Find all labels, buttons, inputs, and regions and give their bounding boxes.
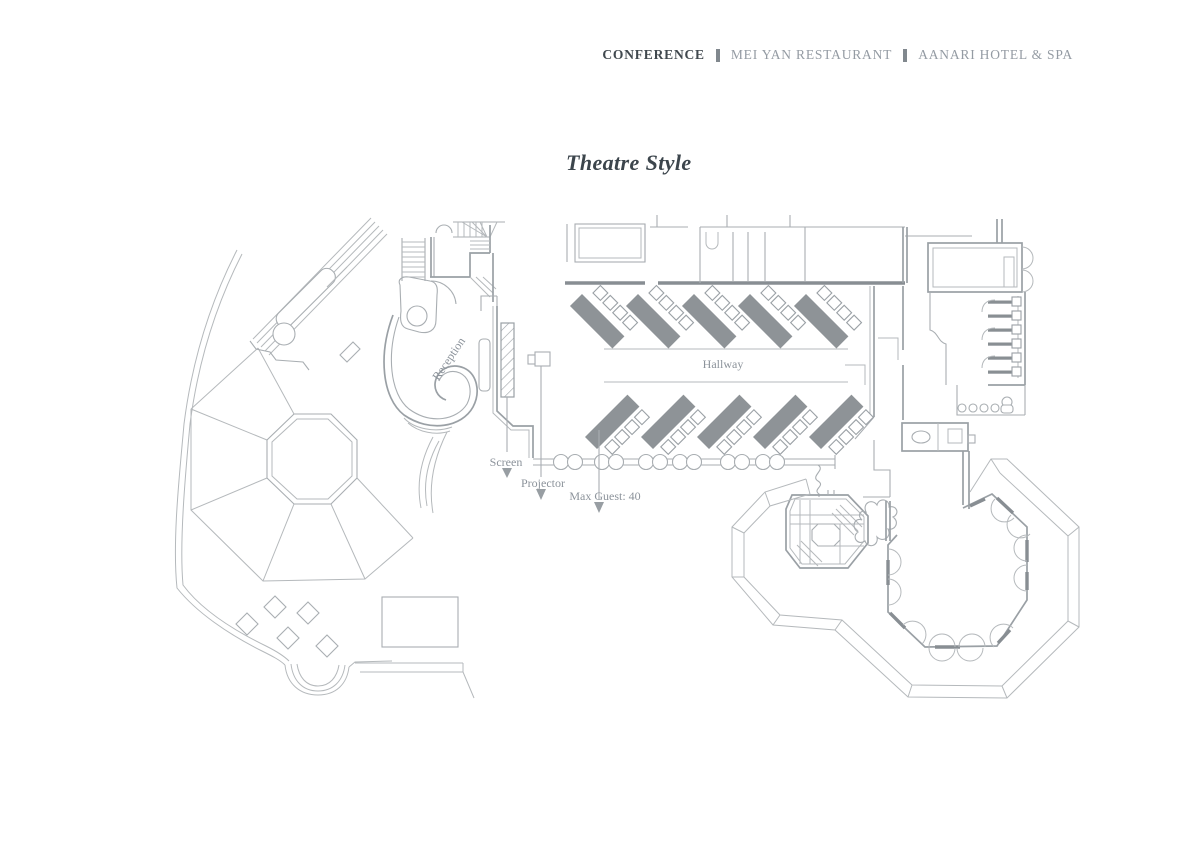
octagon-hall (731, 458, 1080, 699)
theatre-table (584, 394, 651, 460)
projection-screen-icon (500, 322, 515, 398)
screen-label: Screen (490, 455, 523, 469)
max-guest-label: Max Guest: 40 (569, 489, 640, 503)
theatre-table (625, 280, 695, 349)
entrance-ramp (249, 217, 388, 371)
separator-bar-icon (903, 48, 908, 62)
main-staircase (401, 221, 505, 305)
theatre-table (681, 280, 751, 349)
stepping-stones (235, 595, 339, 658)
reception-area: Reception (383, 276, 478, 434)
theatre-table (737, 280, 807, 349)
service-wing (901, 242, 1034, 509)
table-row-bottom (584, 394, 875, 460)
table-row-top (569, 280, 863, 349)
toilet-fixture (1000, 396, 1014, 414)
bench (478, 338, 491, 392)
kitchen-fixtures (981, 296, 1022, 377)
column-pairs (552, 453, 786, 471)
spiral-stair (785, 490, 869, 569)
max-guest-arrow-icon (594, 502, 604, 513)
projector-icon (527, 351, 551, 367)
reception-label: Reception (429, 335, 468, 383)
separator-bar-icon (715, 48, 720, 62)
projector-label: Projector (521, 476, 565, 490)
bar-stools (957, 403, 1000, 413)
screen-arrow-icon (502, 468, 512, 478)
theatre-table (640, 394, 707, 460)
conference-room: Hallway (478, 215, 1003, 498)
hallway-label: Hallway (703, 357, 744, 371)
page-title: Theatre Style (566, 150, 692, 175)
annotations: Screen Projector Max Guest: 40 (490, 366, 641, 513)
theatre-table (569, 280, 639, 349)
terrace-deck (731, 458, 1080, 699)
header: CONFERENCE MEI YAN RESTAURANT AANARI HOT… (602, 47, 1073, 63)
left-wing-pavilion (174, 249, 475, 699)
door-leaf (854, 416, 875, 440)
theatre-table (752, 394, 819, 460)
projector-arrow-icon (536, 489, 546, 500)
hall-scallops (887, 498, 1031, 662)
header-restaurant: MEI YAN RESTAURANT (730, 47, 893, 62)
theatre-table (793, 280, 863, 349)
header-conference: CONFERENCE (602, 47, 705, 62)
theatre-table (808, 394, 875, 460)
header-hotel: AANARI HOTEL & SPA (918, 47, 1073, 62)
planter-rectangle (381, 596, 459, 648)
theatre-table (696, 394, 763, 460)
